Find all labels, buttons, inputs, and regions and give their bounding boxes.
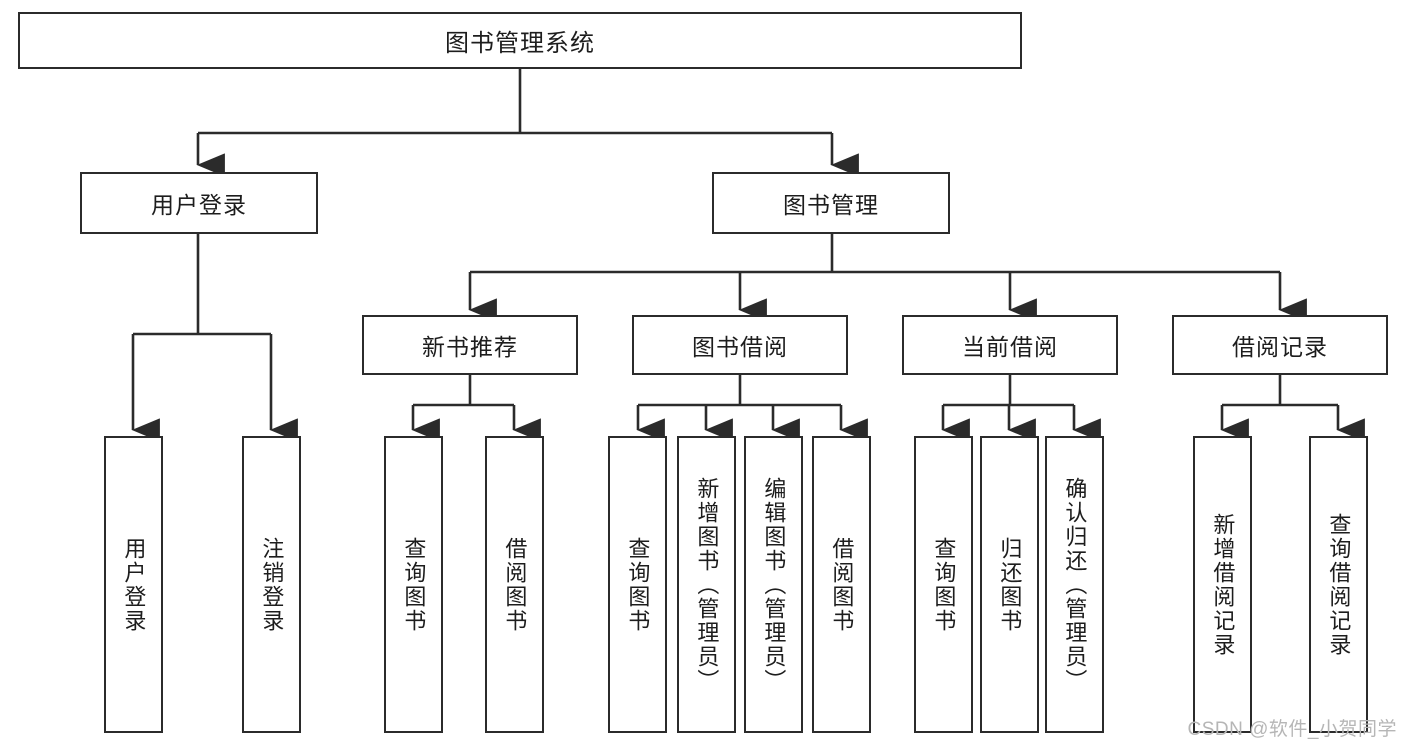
node-new-book-recommend[interactable]: 新书推荐 <box>362 315 578 375</box>
node-label: 用户登录 <box>151 192 247 218</box>
node-borrow-record[interactable]: 借阅记录 <box>1172 315 1388 375</box>
node-label: 新书推荐 <box>422 334 518 360</box>
node-label: 注销登录 <box>259 536 285 633</box>
node-leaf-borrow-record-add[interactable]: 新增借阅记录 <box>1193 436 1252 733</box>
node-leaf-new-book-borrow[interactable]: 借阅图书 <box>485 436 544 733</box>
node-label: 查询图书 <box>625 536 651 633</box>
node-label: 确认归还（管理员） <box>1062 476 1088 693</box>
node-label: 查询图书 <box>931 536 957 633</box>
node-current-borrow[interactable]: 当前借阅 <box>902 315 1118 375</box>
node-leaf-current-borrow-confirm[interactable]: 确认归还（管理员） <box>1045 436 1104 733</box>
node-leaf-book-borrow-edit[interactable]: 编辑图书（管理员） <box>744 436 803 733</box>
node-label: 用户登录 <box>121 536 147 633</box>
node-leaf-borrow-record-query[interactable]: 查询借阅记录 <box>1309 436 1368 733</box>
node-user-login[interactable]: 用户登录 <box>80 172 318 234</box>
node-label: 借阅图书 <box>502 536 528 633</box>
node-label: 借阅图书 <box>829 536 855 633</box>
node-leaf-new-book-query[interactable]: 查询图书 <box>384 436 443 733</box>
node-label: 当前借阅 <box>962 334 1058 360</box>
node-label: 新增图书（管理员） <box>694 476 720 693</box>
node-root-library-system[interactable]: 图书管理系统 <box>18 12 1022 69</box>
node-leaf-book-borrow-lend[interactable]: 借阅图书 <box>812 436 871 733</box>
node-label: 查询借阅记录 <box>1326 512 1352 657</box>
node-label: 新增借阅记录 <box>1210 512 1236 657</box>
node-label: 图书借阅 <box>692 334 788 360</box>
node-leaf-book-borrow-add[interactable]: 新增图书（管理员） <box>677 436 736 733</box>
node-label: 查询图书 <box>401 536 427 633</box>
node-leaf-current-borrow-query[interactable]: 查询图书 <box>914 436 973 733</box>
node-leaf-user-login-logout[interactable]: 注销登录 <box>242 436 301 733</box>
node-leaf-current-borrow-return[interactable]: 归还图书 <box>980 436 1039 733</box>
node-book-borrow[interactable]: 图书借阅 <box>632 315 848 375</box>
node-leaf-book-borrow-query[interactable]: 查询图书 <box>608 436 667 733</box>
node-label: 借阅记录 <box>1232 334 1328 360</box>
node-leaf-user-login-login[interactable]: 用户登录 <box>104 436 163 733</box>
node-label: 编辑图书（管理员） <box>761 476 787 693</box>
node-label: 归还图书 <box>997 536 1023 633</box>
node-label: 图书管理系统 <box>445 30 595 57</box>
node-label: 图书管理 <box>783 192 879 218</box>
node-book-management[interactable]: 图书管理 <box>712 172 950 234</box>
